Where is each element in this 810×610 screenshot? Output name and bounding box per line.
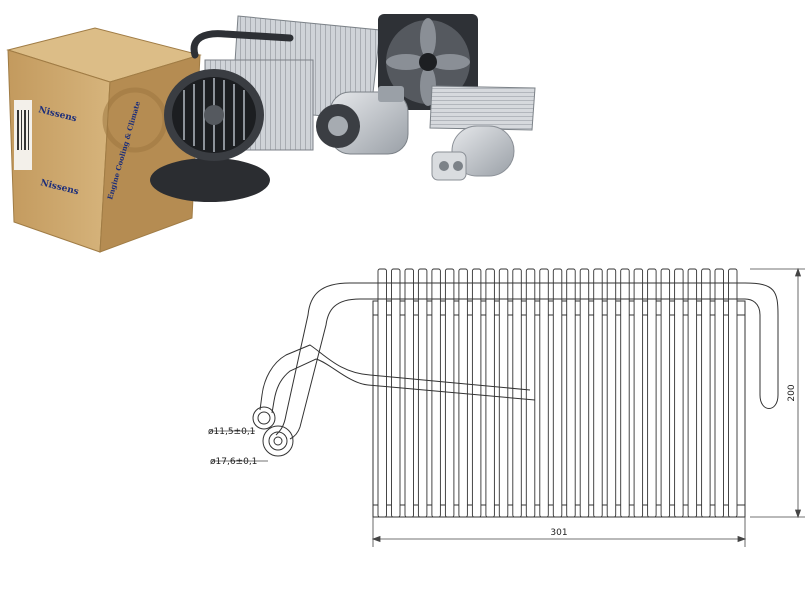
inlet-pipe-upper bbox=[259, 344, 531, 411]
fin-plate bbox=[606, 268, 617, 518]
fin-plate bbox=[714, 268, 724, 518]
fin-plate bbox=[687, 268, 698, 518]
product-photo-collage: Nissens Nissens Engine Cooling & Climate bbox=[6, 14, 536, 253]
large-pipe-fitting bbox=[262, 425, 294, 457]
small-pipe-diameter-label: ø11,5±0,1 bbox=[208, 427, 255, 437]
fin-group bbox=[377, 268, 738, 518]
fin-plate bbox=[674, 268, 684, 518]
evaporator-technical-drawing: 301 200 ø11,5±0,1 ø17,6±0,1 bbox=[208, 267, 805, 547]
fin-plate bbox=[579, 268, 590, 518]
fin-plate bbox=[391, 268, 401, 518]
fin-plate bbox=[620, 268, 630, 518]
barcode-icon bbox=[17, 110, 29, 150]
barcode-label bbox=[14, 100, 32, 170]
fin-plate bbox=[633, 268, 644, 518]
fin-plate bbox=[512, 268, 522, 518]
fin-plate bbox=[498, 268, 509, 518]
small-pipe-fitting bbox=[252, 406, 276, 430]
fin-plate bbox=[377, 268, 387, 518]
outlet-pipe-lower bbox=[289, 298, 745, 440]
ac-compressor-image bbox=[316, 86, 409, 155]
large-pipe-diameter-label: ø17,6±0,1 bbox=[210, 457, 257, 467]
fin-plate bbox=[417, 268, 428, 518]
outlet-pipe-upper bbox=[275, 282, 745, 436]
fin-plate bbox=[431, 268, 441, 518]
height-dimension-label: 200 bbox=[787, 384, 797, 401]
fin-plate bbox=[539, 268, 549, 518]
fin-plate bbox=[728, 268, 738, 518]
fin-plate bbox=[471, 268, 482, 518]
nissens-box: Nissens Nissens Engine Cooling & Climate bbox=[6, 27, 202, 253]
blower-motor-image bbox=[150, 69, 270, 202]
heater-core-image bbox=[429, 85, 536, 131]
fin-plate bbox=[404, 268, 414, 518]
receiver-drier-image bbox=[431, 125, 515, 181]
ac-pipe-image bbox=[190, 30, 294, 59]
fin-plate bbox=[552, 268, 563, 518]
fin-plate bbox=[485, 268, 495, 518]
width-dimension-label: 301 bbox=[550, 528, 567, 538]
fin-plate bbox=[566, 268, 576, 518]
fin-plate bbox=[593, 268, 603, 518]
return-tube bbox=[744, 282, 779, 409]
fin-plate bbox=[525, 268, 536, 518]
fin-plate bbox=[647, 268, 657, 518]
fin-plate bbox=[660, 268, 671, 518]
inlet-pipe-lower bbox=[271, 358, 536, 414]
fin-plate bbox=[701, 268, 711, 518]
